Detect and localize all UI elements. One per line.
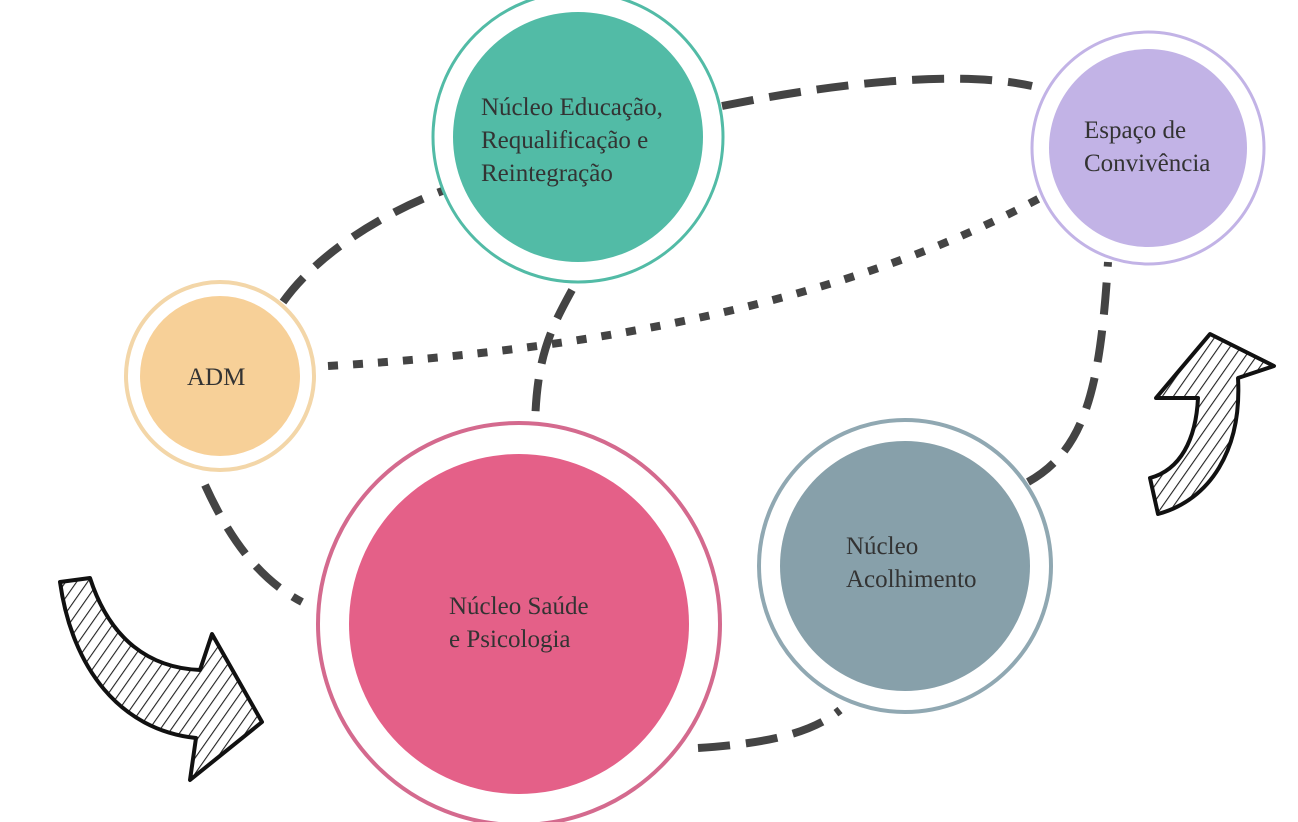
connector-adm-saude — [201, 483, 304, 606]
node-educacao: Núcleo Educação, Requalificação e Reinte… — [431, 0, 725, 284]
connector-educacao-convivencia — [721, 74, 1033, 110]
node-convivencia: Espaço de Convivência — [1030, 30, 1266, 266]
node-adm: ADM — [124, 280, 316, 472]
node-saude: Núcleo Saúde e Psicologia — [316, 421, 722, 822]
connector-saude-acolhimento — [697, 706, 843, 752]
node-acolhimento: Núcleo Acolhimento — [757, 418, 1053, 714]
curved-arrow-icon — [1148, 332, 1276, 516]
node-saude-label: Núcleo Saúde e Psicologia — [449, 593, 595, 653]
connector-acolhimento-convivencia — [1026, 261, 1112, 486]
connector-educacao-saude — [531, 288, 576, 436]
node-adm-label: ADM — [187, 364, 245, 391]
connector-adm-educacao — [279, 186, 447, 305]
curved-arrow-icon — [58, 576, 264, 782]
node-educacao-label: Núcleo Educação, Requalificação e Reinte… — [481, 94, 669, 187]
node-acolhimento-label: Núcleo Acolhimento — [846, 533, 977, 593]
connectors — [201, 74, 1112, 752]
node-convivencia-label: Espaço de Convivência — [1084, 117, 1210, 177]
